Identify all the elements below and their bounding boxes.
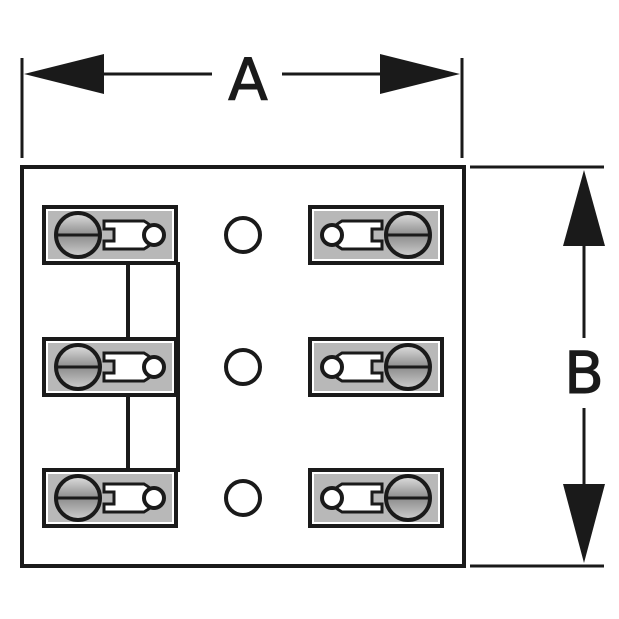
- mounting-hole-icon: [224, 479, 262, 517]
- terminal-left-1: [42, 205, 178, 265]
- terminal-right-1: [308, 205, 444, 265]
- dimension-label-b: B: [564, 339, 604, 407]
- terminal-left-2: [42, 337, 178, 397]
- dimension-label-a: A: [228, 46, 268, 114]
- mounting-hole-icon: [224, 216, 262, 254]
- terminal-hole-icon: [142, 223, 166, 247]
- terminal-hole-icon: [142, 355, 166, 379]
- terminal-left-3: [42, 468, 178, 528]
- terminal-right-3: [308, 468, 444, 528]
- terminal-right-2: [308, 337, 444, 397]
- mounting-hole-icon: [224, 348, 262, 386]
- dimension-b: B: [470, 165, 605, 568]
- arrowhead-down-icon: [563, 484, 605, 563]
- mounting-holes: [224, 216, 262, 517]
- terminal-hole-icon: [320, 355, 344, 379]
- terminal-hole-icon: [320, 486, 344, 510]
- right-terminals: [308, 205, 444, 528]
- terminal-hole-icon: [142, 486, 166, 510]
- arrowhead-up-icon: [563, 170, 605, 246]
- terminal-hole-icon: [320, 223, 344, 247]
- dimension-a: A: [20, 46, 464, 158]
- arrowhead-left-icon: [24, 54, 104, 94]
- left-terminals: [42, 205, 178, 528]
- arrowhead-right-icon: [380, 54, 460, 94]
